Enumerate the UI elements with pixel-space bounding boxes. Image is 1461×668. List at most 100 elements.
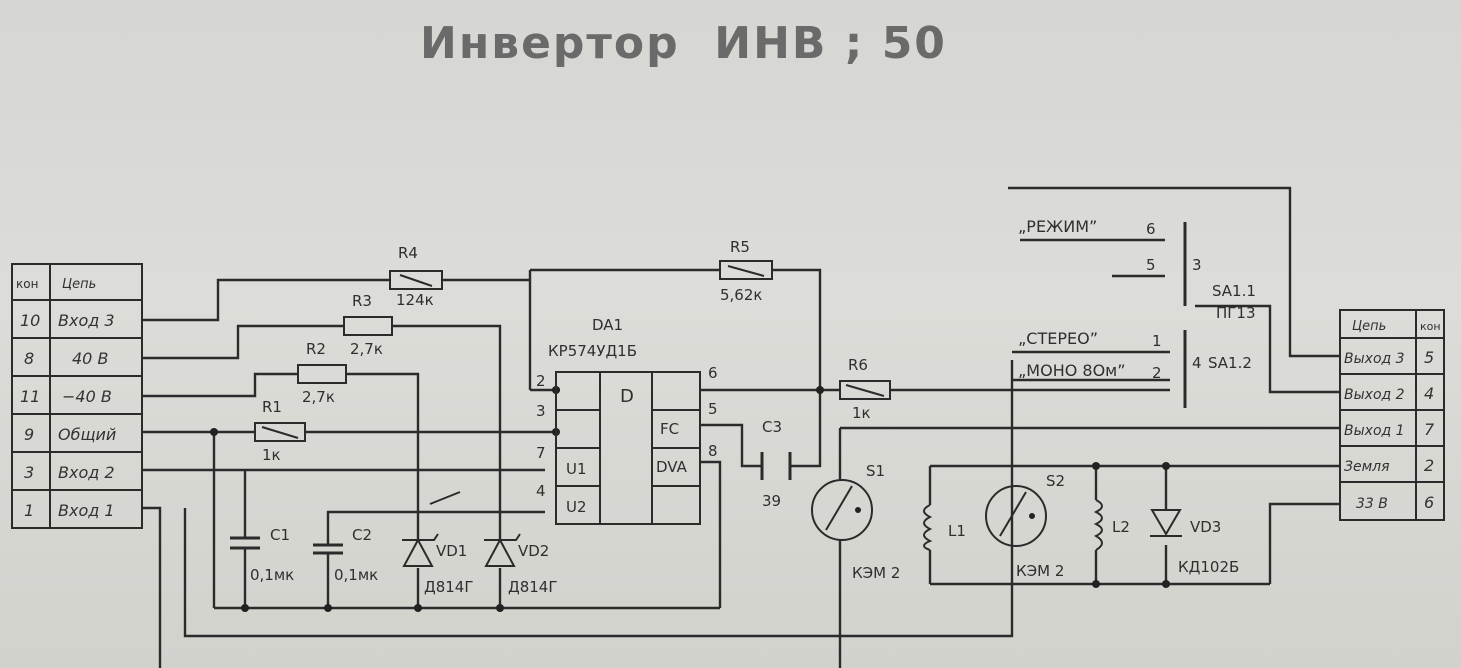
vd3-value: КД102Б — [1178, 558, 1239, 576]
da1-u1: U1 — [566, 460, 587, 478]
da1-part: КР574УД1Б — [548, 342, 637, 360]
s2-ref: S2 — [1046, 472, 1065, 490]
c3-ref: C3 — [762, 418, 782, 436]
l2-ref: L2 — [1112, 518, 1130, 536]
r3-value: 2,7к — [350, 340, 383, 358]
resistor-r1: R1 1к — [254, 398, 306, 464]
left-signal-1: Вход 3 — [58, 311, 115, 330]
pin-8: 8 — [708, 442, 718, 460]
r6-value: 1к — [852, 404, 871, 422]
right-header-pin: кон — [1420, 320, 1441, 333]
left-signal-4: Общий — [58, 425, 116, 444]
diode-vd3: VD3 КД102Б — [1150, 509, 1239, 576]
contact-3: 3 — [1192, 256, 1202, 274]
right-signal-2: Выход 2 — [1344, 387, 1405, 403]
left-signal-6: Вход 1 — [58, 501, 115, 520]
c2-value: 0,1мк — [334, 566, 378, 584]
resistor-r2: R2 2,7к — [297, 340, 347, 406]
lamp-s2: S2 КЭМ 2 — [985, 472, 1065, 580]
left-pin-2: 8 — [24, 349, 34, 368]
diode-vd2: VD2 Д814Г — [484, 533, 558, 596]
c1-value: 0,1мк — [250, 566, 294, 584]
left-pin-4: 9 — [24, 425, 34, 444]
mono-label: „МОНО 8Ом” — [1018, 361, 1126, 380]
vd1-ref: VD1 — [436, 542, 467, 560]
right-pin-4: 2 — [1424, 456, 1434, 475]
inductor-l2: L2 — [1093, 499, 1130, 551]
r2-ref: R2 — [306, 340, 326, 358]
da1-core: D — [620, 386, 634, 407]
s2-value: КЭМ 2 — [1016, 562, 1064, 580]
left-pin-6: 1 — [24, 501, 34, 520]
c1-ref: C1 — [270, 526, 290, 544]
right-header-signal: Цепь — [1352, 319, 1386, 334]
right-pin-1: 5 — [1424, 348, 1434, 367]
capacitor-c2: C2 0,1мк — [313, 526, 378, 584]
r4-ref: R4 — [398, 244, 418, 262]
mode-label: „РЕЖИМ” — [1018, 217, 1097, 236]
r6-ref: R6 — [848, 356, 868, 374]
left-signal-2: 40 В — [72, 349, 108, 368]
diode-vd1: VD1 Д814Г — [402, 491, 474, 596]
vd3-ref: VD3 — [1190, 518, 1221, 536]
left-header-signal: Цепь — [62, 277, 96, 292]
r5-ref: R5 — [730, 238, 750, 256]
sa12-ref: SA1.2 — [1208, 354, 1252, 372]
pin-6: 6 — [708, 364, 718, 382]
stereo-label: „СТЕРЕО” — [1018, 329, 1098, 348]
l1-ref: L1 — [948, 522, 966, 540]
pin-2: 2 — [536, 372, 546, 390]
opamp-da1: DA1 КР574УД1Б D FC DVA U1 U2 2 3 7 4 6 5… — [536, 316, 718, 525]
contact-6: 6 — [1146, 220, 1156, 238]
resistor-r4: R4 124к — [389, 244, 443, 309]
left-pin-1: 10 — [20, 311, 40, 330]
vd1-value: Д814Г — [424, 578, 474, 596]
right-pin-2: 4 — [1424, 384, 1434, 403]
left-pin-3: 11 — [20, 387, 40, 406]
left-header-pin: кон — [16, 277, 38, 291]
s1-value: КЭМ 2 — [852, 564, 900, 582]
contact-5: 5 — [1146, 256, 1156, 274]
r1-ref: R1 — [262, 398, 282, 416]
right-signal-3: Выход 1 — [1344, 423, 1405, 439]
resistor-r5: R5 5,62к — [719, 238, 773, 304]
switch-type: ПГ13 — [1216, 304, 1256, 322]
wires — [142, 186, 1340, 668]
resistor-r6: R6 1к — [839, 356, 891, 422]
capacitor-c1: C1 0,1мк — [230, 526, 294, 584]
left-signal-3: −40 В — [62, 387, 112, 406]
contact-2: 2 — [1152, 364, 1162, 382]
da1-fc: FC — [660, 420, 679, 438]
right-pin-3: 7 — [1424, 420, 1435, 439]
s1-ref: S1 — [866, 462, 885, 480]
lamp-s1: S1 КЭМ 2 — [811, 462, 900, 582]
c2-ref: C2 — [352, 526, 372, 544]
contact-1: 1 — [1152, 332, 1162, 350]
diagram-title: Инвертор ИНВ ; 50 — [420, 18, 947, 69]
pin-5: 5 — [708, 400, 718, 418]
right-signal-1: Выход 3 — [1344, 351, 1405, 367]
vd2-ref: VD2 — [518, 542, 549, 560]
junction-dots — [210, 386, 1170, 612]
da1-dva: DVA — [656, 458, 688, 476]
pin-7: 7 — [536, 444, 546, 462]
r4-value: 124к — [396, 291, 434, 309]
r5-value: 5,62к — [720, 286, 762, 304]
switch-sa1: „РЕЖИМ” „СТЕРЕО” „МОНО 8Ом” 6 5 3 1 2 4 … — [1018, 217, 1256, 408]
left-signal-5: Вход 2 — [58, 463, 115, 482]
right-connector: Цепь кон Выход 3 5 Выход 2 4 Выход 1 7 З… — [1339, 309, 1445, 521]
da1-u2: U2 — [566, 498, 587, 516]
pin-4: 4 — [536, 482, 546, 500]
sa11-ref: SA1.1 — [1212, 282, 1256, 300]
da1-ref: DA1 — [592, 316, 623, 334]
r2-value: 2,7к — [302, 388, 335, 406]
left-connector: кон Цепь 10 Вход 3 8 40 В 11 −40 В 9 Общ… — [11, 263, 143, 529]
r3-ref: R3 — [352, 292, 372, 310]
vd2-value: Д814Г — [508, 578, 558, 596]
pin-3: 3 — [536, 402, 546, 420]
capacitor-c3: C3 39 — [760, 418, 792, 510]
left-pin-5: 3 — [24, 463, 34, 482]
c3-value: 39 — [762, 492, 781, 510]
contact-4: 4 — [1192, 354, 1202, 372]
